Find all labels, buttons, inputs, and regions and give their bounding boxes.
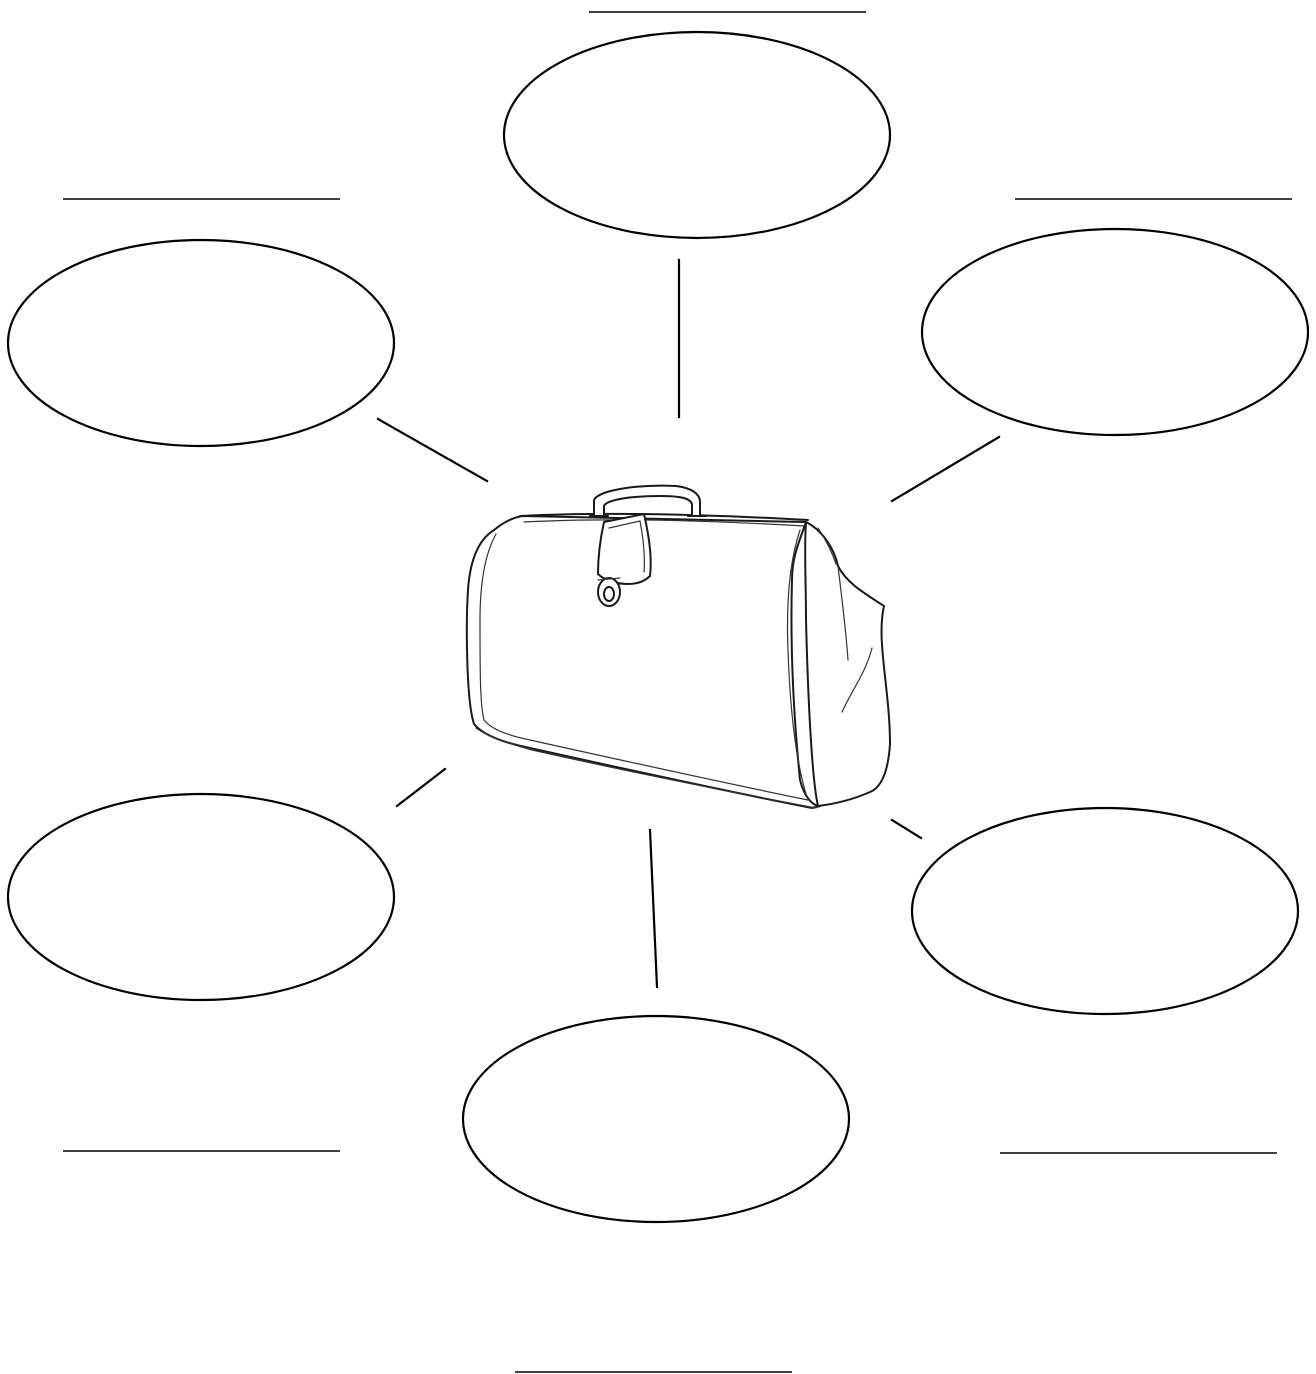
connector-upper-left [378,419,487,481]
bag-side-gusset [805,522,890,806]
connector-bottom [650,830,657,987]
doctor-bag-icon [467,486,890,808]
bubble-upper-right[interactable] [922,229,1308,435]
connector-lower-right [892,820,921,838]
connector-upper-right [892,437,999,501]
bag-handle [594,486,700,516]
bubble-upper-left[interactable] [8,240,394,446]
bubble-lower-left[interactable] [8,794,394,1000]
bubble-bottom[interactable] [463,1016,849,1222]
connector-lower-left [397,769,445,806]
bubble-lower-right[interactable] [912,808,1298,1014]
bubble-top[interactable] [504,32,890,238]
